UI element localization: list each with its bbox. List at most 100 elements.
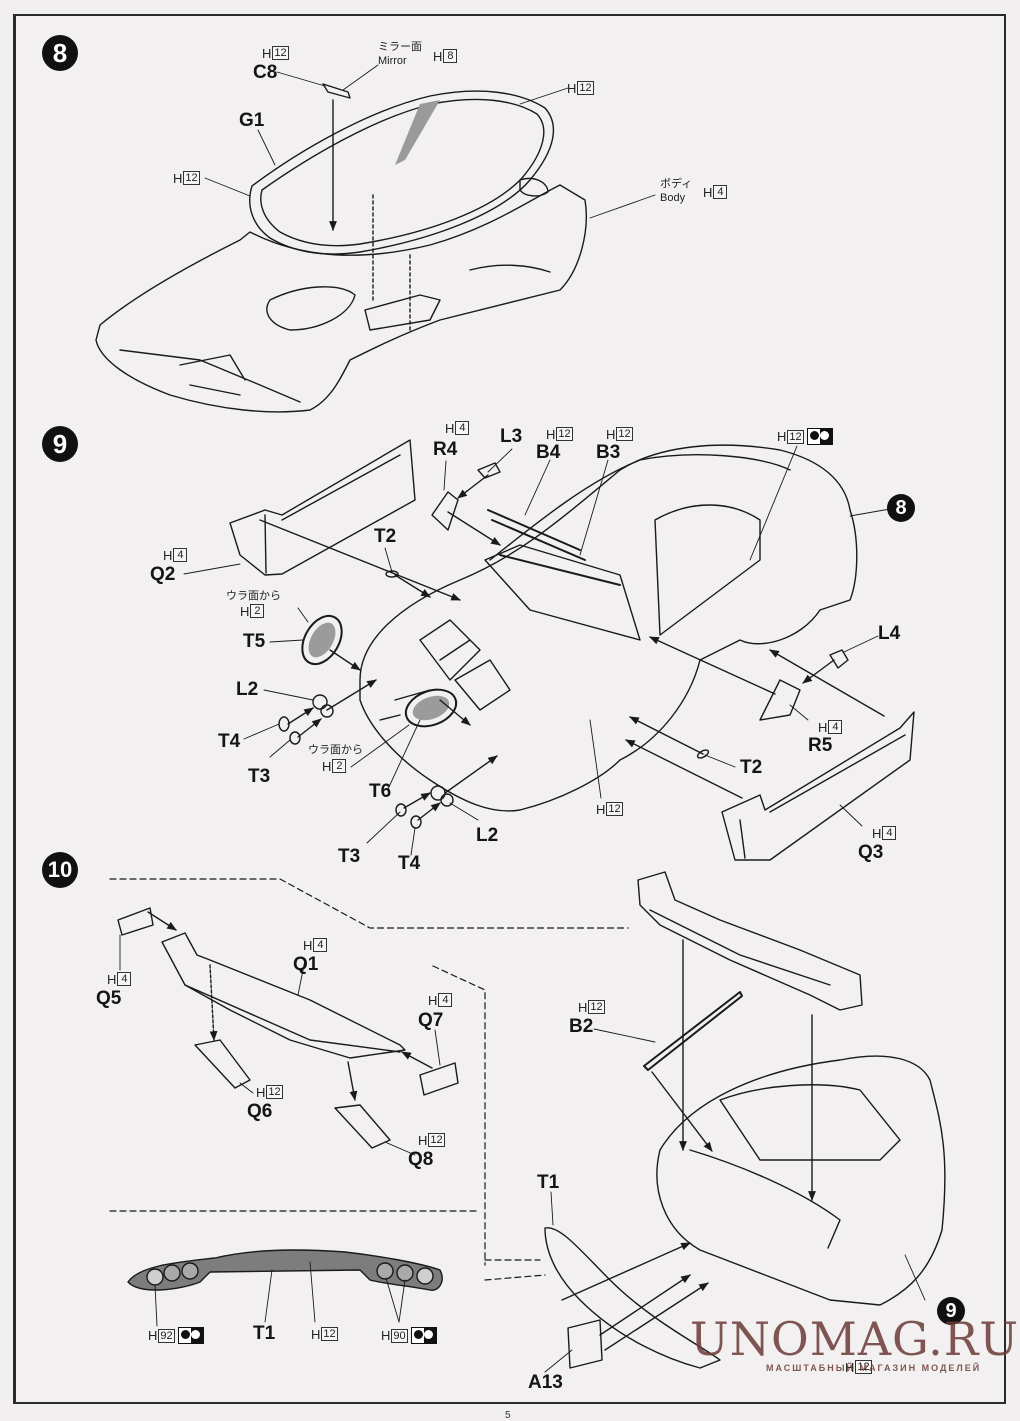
part-r5 bbox=[759, 679, 801, 721]
part-label-l2-right: L2 bbox=[476, 825, 499, 846]
car-body bbox=[359, 444, 858, 812]
mirror-jp-label: ミラー面 bbox=[378, 41, 422, 53]
from-step-8-badge: 8 bbox=[887, 494, 915, 522]
part-label-q7: Q7 bbox=[418, 1010, 444, 1031]
step-8-badge: 8 bbox=[42, 35, 78, 71]
part-label-t1-rear: T1 bbox=[537, 1172, 560, 1193]
part-label-q8: Q8 bbox=[408, 1149, 434, 1170]
watermark-title: UNOMAG.RU bbox=[690, 1312, 1020, 1366]
part-t2-right bbox=[696, 749, 710, 759]
masking-mark-icon bbox=[806, 428, 833, 445]
part-q6 bbox=[194, 1039, 251, 1089]
part-l2-right bbox=[430, 785, 446, 801]
part-label-t4-right: T4 bbox=[398, 853, 421, 874]
part-l2-left bbox=[312, 694, 328, 710]
part-a13 bbox=[567, 1319, 603, 1369]
canopy-g1-inner bbox=[260, 98, 545, 247]
body-jp-label: ボディ bbox=[660, 178, 693, 190]
step8-drawing bbox=[95, 64, 656, 413]
part-q5 bbox=[117, 907, 154, 936]
page-number: 5 bbox=[505, 1410, 511, 1421]
part-q8 bbox=[334, 1104, 391, 1149]
part-l4 bbox=[829, 649, 849, 669]
part-r4 bbox=[431, 491, 459, 531]
part-label-l3: L3 bbox=[500, 426, 523, 447]
t1-detail bbox=[127, 1249, 443, 1291]
part-label-q6: Q6 bbox=[247, 1101, 273, 1122]
windshield bbox=[484, 544, 641, 641]
watermark-subtitle: МАСШТАБНЫЙ МАГАЗИН МОДЕЛЕЙ bbox=[766, 1363, 982, 1373]
part-t6 bbox=[404, 688, 458, 728]
part-label-q1: Q1 bbox=[293, 954, 319, 975]
wiper-b2 bbox=[643, 991, 743, 1071]
side-skirt-q2 bbox=[229, 439, 416, 576]
part-label-c8: C8 bbox=[253, 62, 278, 83]
part-label-b4: B4 bbox=[536, 442, 561, 463]
t5-jp-note: ウラ面から bbox=[226, 590, 281, 602]
part-label-q5: Q5 bbox=[96, 988, 122, 1009]
part-label-t1-detail: T1 bbox=[253, 1323, 276, 1344]
wing-q1 bbox=[161, 932, 406, 1059]
mirror-en-label: Mirror bbox=[378, 55, 407, 67]
rear-spoiler bbox=[637, 871, 863, 1011]
from-step-9-badge: 9 bbox=[937, 1297, 965, 1325]
part-label-q3: Q3 bbox=[858, 842, 884, 863]
part-label-t3-left: T3 bbox=[248, 766, 271, 787]
mirror-c8 bbox=[322, 83, 351, 99]
part-label-b2: B2 bbox=[569, 1016, 594, 1037]
part-label-t2-right: T2 bbox=[740, 757, 763, 778]
car-rear bbox=[656, 1055, 946, 1306]
part-l3 bbox=[477, 462, 501, 479]
body-en-label: Body bbox=[660, 192, 686, 204]
part-label-t4-left: T4 bbox=[218, 731, 241, 752]
part-label-l2-left: L2 bbox=[236, 679, 259, 700]
part-label-r5: R5 bbox=[808, 735, 833, 756]
rear-bumper-t1 bbox=[544, 1227, 721, 1369]
part-label-r4: R4 bbox=[433, 439, 458, 460]
side-skirt-q3 bbox=[721, 711, 915, 861]
t6-jp-note: ウラ面から bbox=[308, 744, 363, 756]
step-10-badge: 10 bbox=[42, 852, 78, 888]
masking-mark-icon bbox=[177, 1327, 204, 1344]
canopy-g1 bbox=[249, 90, 555, 255]
masking-mark-icon bbox=[410, 1327, 437, 1344]
step10-drawing bbox=[109, 871, 946, 1373]
step9-drawing bbox=[183, 439, 915, 861]
instruction-page-frame bbox=[13, 14, 1006, 1404]
body-tub bbox=[95, 184, 587, 413]
part-label-a13: A13 bbox=[528, 1372, 563, 1393]
part-label-g1: G1 bbox=[239, 110, 265, 131]
part-label-t5: T5 bbox=[243, 631, 266, 652]
step-9-badge: 9 bbox=[42, 426, 78, 462]
part-label-q2: Q2 bbox=[150, 564, 176, 585]
part-label-t6: T6 bbox=[369, 781, 392, 802]
part-label-t2-left: T2 bbox=[374, 526, 397, 547]
part-q7 bbox=[419, 1062, 459, 1096]
part-t5 bbox=[301, 614, 343, 666]
canopy-tint bbox=[395, 100, 440, 165]
